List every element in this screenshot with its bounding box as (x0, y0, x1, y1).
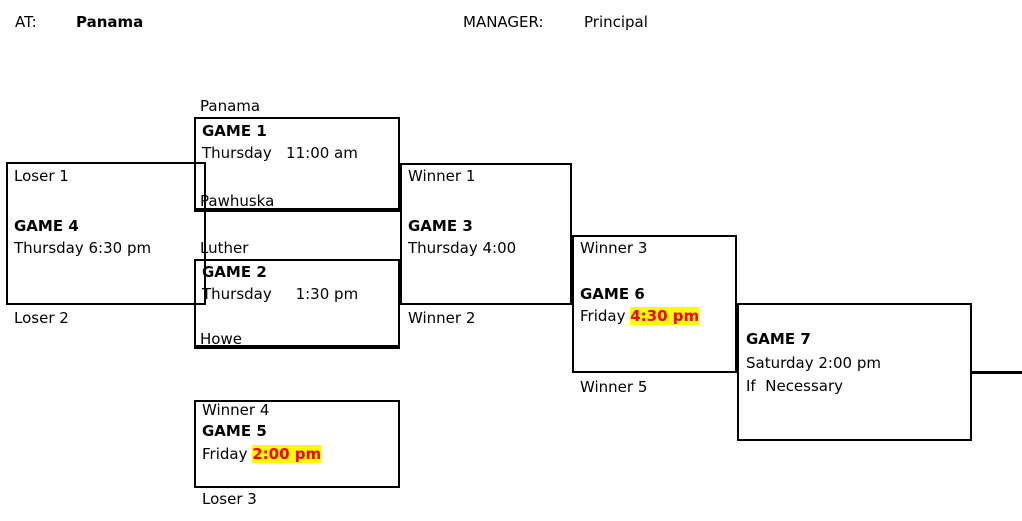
game-7-title: GAME 7 (746, 330, 811, 348)
at-label: AT: (15, 13, 37, 31)
game-3-title: GAME 3 (408, 217, 473, 235)
game-6-top-slot: Winner 3 (580, 239, 648, 257)
game-2-bottom-slot: Howe (200, 330, 242, 348)
game-2-bottom-rule (194, 346, 400, 349)
game-6-bottom-slot: Winner 5 (580, 378, 648, 396)
game-4-datetime: Thursday 6:30 pm (14, 239, 152, 257)
game-5-datetime: Friday 2:00 pm (202, 445, 322, 463)
champion-output-line (972, 371, 1022, 374)
game-7-box (737, 303, 972, 441)
game-4-title: GAME 4 (14, 217, 79, 235)
game-4-box (6, 162, 206, 305)
game-2-title: GAME 2 (202, 263, 267, 281)
game-6-datetime: Friday 4:30 pm (580, 307, 700, 325)
game-5-title: GAME 5 (202, 422, 267, 440)
game-5-top-slot: Winner 4 (202, 401, 270, 419)
game-1-bottom-rule (194, 209, 400, 212)
game-3-box (400, 163, 572, 305)
game-3-top-slot: Winner 1 (408, 167, 476, 185)
game-4-bottom-slot: Loser 2 (14, 309, 69, 327)
manager-label: MANAGER: (463, 13, 544, 31)
game-1-title: GAME 1 (202, 122, 267, 140)
game-1-bottom-slot: Pawhuska (200, 192, 275, 210)
game-5-box (194, 400, 400, 488)
game-5-day: Friday (202, 445, 253, 463)
game-6-day: Friday (580, 307, 631, 325)
game-7-note: If Necessary (746, 377, 844, 395)
game-5-bottom-slot: Loser 3 (202, 490, 257, 508)
game-3-bottom-slot: Winner 2 (408, 309, 476, 327)
game-6-title: GAME 6 (580, 285, 645, 303)
game-7-datetime: Saturday 2:00 pm (746, 354, 881, 372)
game-1-top-slot: Panama (200, 97, 261, 115)
game-2-top-slot: Luther (200, 239, 249, 257)
at-value: Panama (76, 13, 144, 31)
manager-value: Principal (584, 13, 648, 31)
game-6-time-highlight: 4:30 pm (630, 307, 700, 325)
game-5-time-highlight: 2:00 pm (252, 445, 322, 463)
game-4-top-slot: Loser 1 (14, 167, 69, 185)
game-1-datetime: Thursday 11:00 am (202, 144, 358, 162)
game-2-datetime: Thursday 1:30 pm (202, 285, 359, 303)
game-3-datetime: Thursday 4:00 (408, 239, 517, 257)
game-6-box (572, 235, 737, 373)
